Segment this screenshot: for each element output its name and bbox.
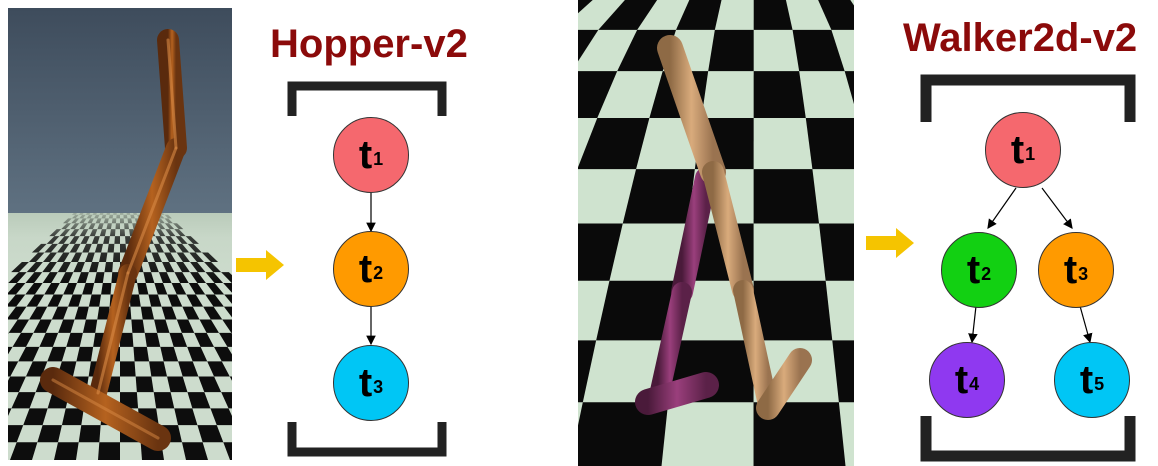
arrow-t2-t4 xyxy=(968,305,978,344)
hopper-scene xyxy=(8,8,232,460)
arrow-t1-t2 xyxy=(987,187,1017,229)
hopper-robot xyxy=(40,29,187,451)
walker-title: Walker2d-v2 xyxy=(903,16,1138,60)
arrow-t3-t5 xyxy=(1079,305,1093,344)
walker-scene xyxy=(578,0,854,466)
bottom-bracket xyxy=(287,422,447,457)
hopper-diagram-lines xyxy=(287,81,447,457)
walker-diagram-lines xyxy=(920,74,1136,462)
walker-robot xyxy=(635,35,812,420)
top-bracket xyxy=(920,74,1136,122)
hopper-render-image xyxy=(8,8,232,460)
bottom-bracket xyxy=(920,416,1136,462)
right-arrow-icon xyxy=(866,228,914,258)
top-bracket xyxy=(287,81,447,116)
right-arrow-icon xyxy=(236,250,284,280)
arrow-t1-t3 xyxy=(1041,187,1073,229)
walker-render-image xyxy=(578,0,854,466)
hopper-title: Hopper-v2 xyxy=(270,22,468,66)
